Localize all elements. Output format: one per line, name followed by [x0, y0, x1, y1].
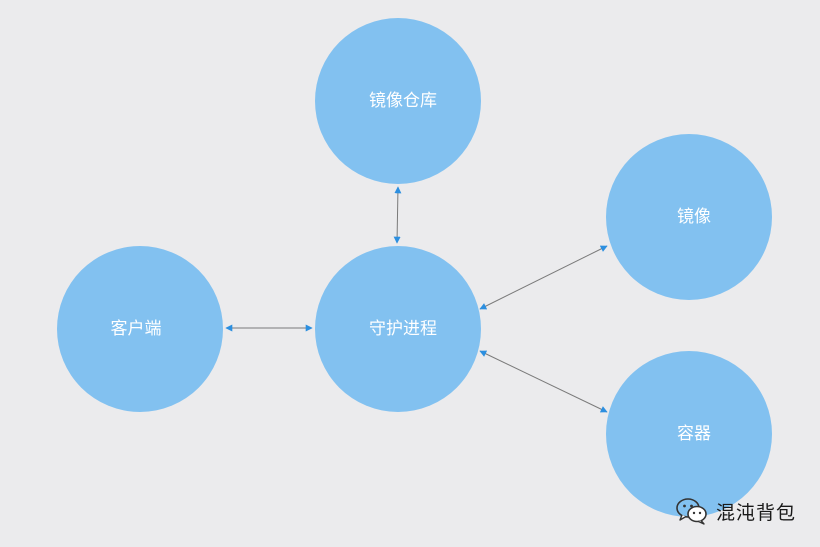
node-image: 镜像 [606, 134, 772, 300]
node-registry-circle [315, 18, 481, 184]
node-daemon-label: 守护进程 [369, 319, 437, 339]
watermark: 混沌背包 [676, 496, 796, 526]
node-image-label: 镜像 [677, 207, 711, 227]
wechat-icon [676, 498, 707, 525]
edge-daemon-container [479, 350, 608, 413]
edges [225, 186, 608, 413]
node-daemon: 守护进程 [315, 246, 481, 412]
node-container-circle [606, 351, 772, 517]
node-container: 容器 [606, 351, 772, 517]
watermark-text: 混沌背包 [716, 501, 797, 524]
node-client-circle [57, 246, 223, 412]
node-registry: 镜像仓库 [315, 18, 481, 184]
node-container-label: 容器 [677, 424, 711, 444]
node-daemon-circle [315, 246, 481, 412]
node-client: 客户端 [57, 246, 223, 412]
node-image-circle [606, 134, 772, 300]
node-client-label: 客户端 [111, 319, 162, 339]
edge-daemon-image [479, 245, 608, 310]
node-registry-label: 镜像仓库 [369, 91, 437, 111]
edge-registry-daemon [393, 186, 402, 244]
